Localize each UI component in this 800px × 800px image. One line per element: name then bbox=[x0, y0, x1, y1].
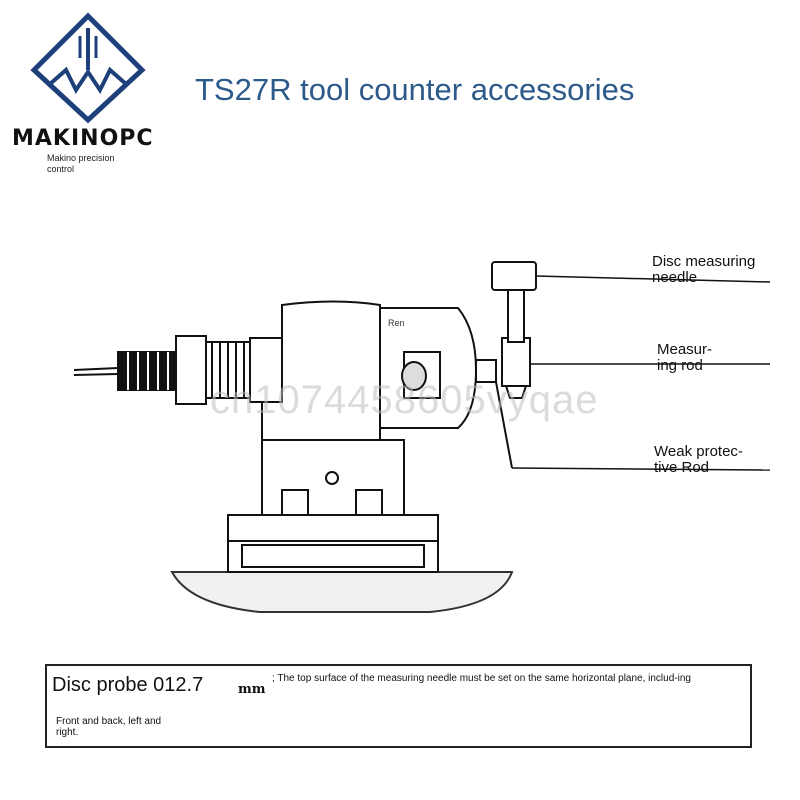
note-detail-text: ; The top surface of the measuring needl… bbox=[272, 673, 691, 684]
note-sub-text: Front and back, left and right. bbox=[56, 716, 162, 738]
callout-line: Disc measuring bbox=[652, 253, 756, 270]
callout-line: needle bbox=[652, 269, 698, 286]
callout-weak-protective-rod: Weak protec-tive Rod bbox=[654, 444, 743, 476]
brand-subtitle: Makino precision control bbox=[47, 153, 115, 174]
callout-line: ing rod bbox=[657, 357, 703, 374]
callout-line: tive Rod bbox=[654, 459, 710, 476]
watermark: cn1074458605vyqae bbox=[210, 378, 599, 422]
callout-line: Weak protec- bbox=[654, 443, 743, 460]
brand-name: MAKINOPC bbox=[12, 126, 154, 151]
note-unit: mm bbox=[238, 682, 266, 697]
page-title: TS27R tool counter accessories bbox=[195, 72, 635, 107]
engraving-label: Ren bbox=[388, 318, 405, 328]
note-box bbox=[45, 664, 752, 748]
note-main-text: Disc probe 012.7 bbox=[52, 674, 204, 696]
callout-line: Measur- bbox=[657, 341, 713, 358]
callout-measuring-rod: Measur-ing rod bbox=[657, 342, 712, 374]
makinopc-logo bbox=[30, 12, 146, 124]
